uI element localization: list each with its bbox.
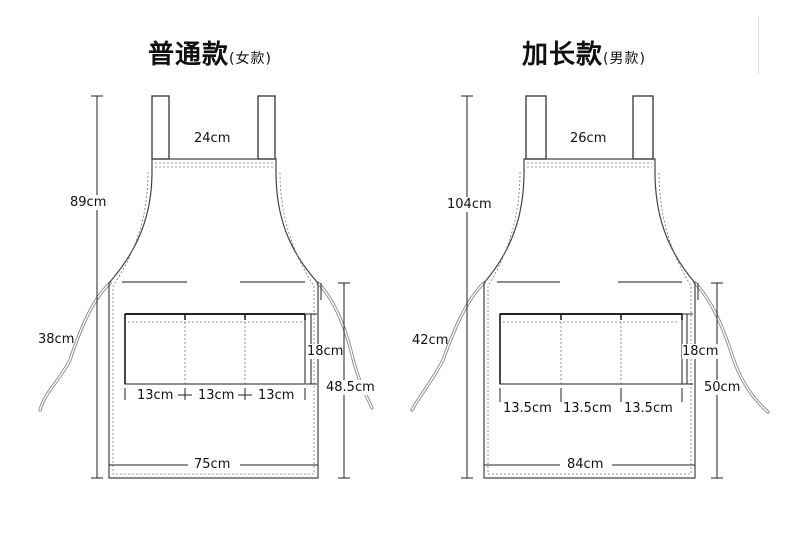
title-left-sub: (女款) [229,51,272,67]
title-right-sub: (男款) [603,51,646,67]
divider [758,16,759,74]
pocket-height-right: 18cm [682,344,719,359]
pocket-width-left-2: 13cm [198,388,235,403]
pocket-left [124,313,306,385]
strap-width-left: 24cm [194,131,231,146]
apron-right [410,95,770,479]
title-right: 加长款(男款) [522,34,646,71]
pocket-width-right-2: 13.5cm [563,401,612,416]
apron-body-right [483,158,696,479]
bottom-width-right: 84cm [567,457,604,472]
pocket-width-left-3: 13cm [258,388,295,403]
bib-to-bottom-right: 42cm [412,333,449,348]
pocket-width-left-1: 13cm [137,388,174,403]
title-right-main: 加长款 [522,40,604,70]
apron-body-left [108,158,319,479]
strap-left-a [151,95,170,160]
pocket-width-right-3: 13.5cm [624,401,673,416]
pocket-height-left: 18cm [307,344,344,359]
pocket-width-right-1: 13.5cm [503,401,552,416]
total-length-right: 104cm [447,197,492,212]
strap-width-right: 26cm [570,131,607,146]
apron-left [38,95,374,479]
bottom-width-left: 75cm [194,457,231,472]
total-length-left: 89cm [70,195,107,210]
bib-to-bottom-left: 38cm [38,332,75,347]
strap-left-b [257,95,276,160]
strap-right-a [525,95,547,160]
pocket-right [499,313,683,385]
body-height-right: 50cm [704,380,741,395]
strap-right-b [632,95,654,160]
body-height-left: 48.5cm [326,380,375,395]
title-left: 普通款(女款) [148,34,272,71]
title-left-main: 普通款 [148,40,230,70]
